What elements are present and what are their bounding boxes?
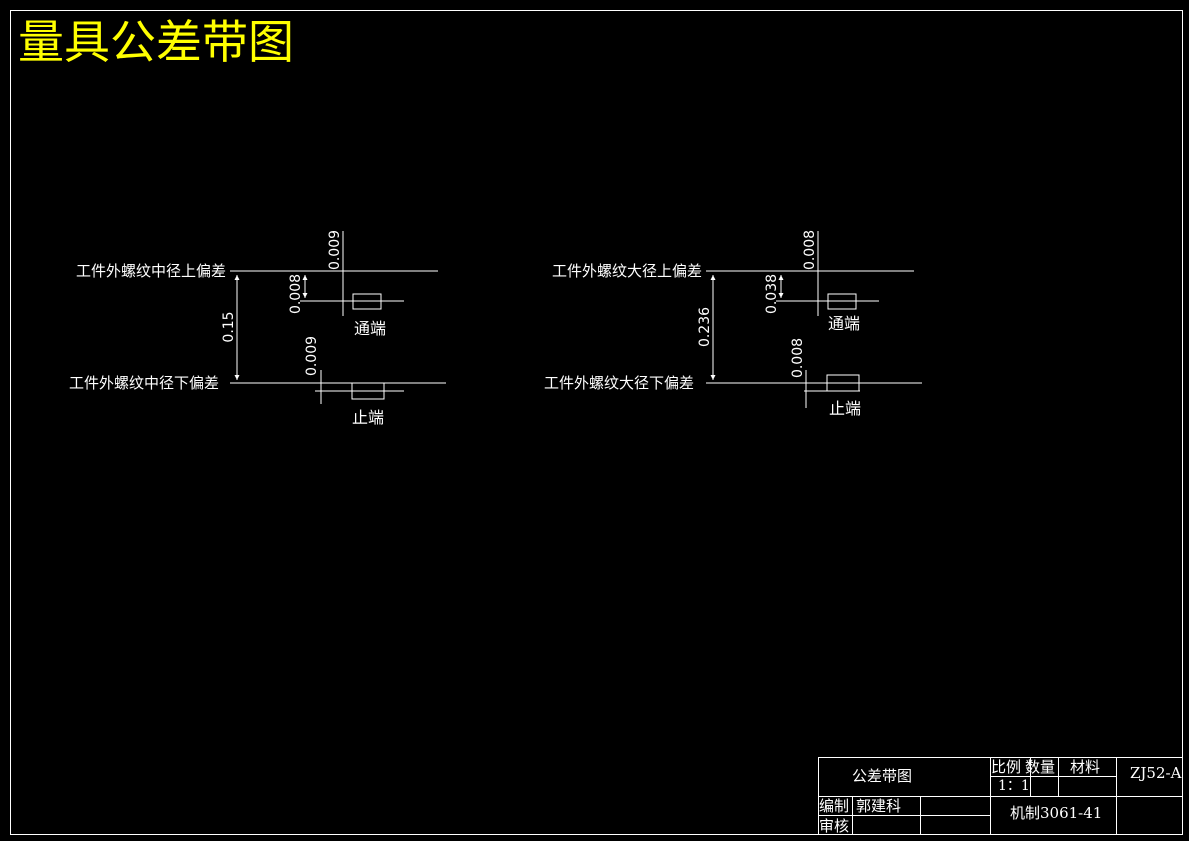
nogo-dimension-text: 0.008 bbox=[790, 338, 806, 378]
go-gauge-zone bbox=[827, 293, 857, 310]
lower-deviation-label: 工件外螺纹大径下偏差 bbox=[544, 374, 694, 392]
go-gauge-zone bbox=[352, 293, 382, 310]
qty-header: 数量 bbox=[1025, 758, 1055, 776]
go-end-label: 通端 bbox=[828, 314, 860, 333]
lower-deviation-label: 工件外螺纹中径下偏差 bbox=[69, 374, 219, 392]
drafter-name: 郭建科 bbox=[856, 797, 901, 815]
upper-deviation-label: 工件外螺纹中径上偏差 bbox=[76, 262, 226, 280]
nogo-gauge-zone bbox=[351, 382, 385, 400]
right-tolerance-diagram: 工件外螺纹大径上偏差 工件外螺纹大径下偏差 0.236 0.008 0.038 … bbox=[544, 230, 922, 418]
drawing-title: 量具公差带图 bbox=[18, 15, 294, 69]
left-tolerance-diagram: 工件外螺纹中径上偏差 工件外螺纹中径下偏差 0.15 0.009 0.008 通… bbox=[69, 230, 446, 427]
go-dimension-text: 0.038 bbox=[764, 274, 780, 314]
drafter-label: 编制 bbox=[819, 797, 849, 815]
top-dimension-text: 0.008 bbox=[802, 230, 818, 270]
nogo-dimension-text: 0.009 bbox=[304, 336, 320, 376]
scale-header: 比例 bbox=[991, 758, 1021, 776]
nogo-end-label: 止端 bbox=[829, 399, 861, 418]
checker-label: 审核 bbox=[819, 817, 849, 835]
material-header: 材料 bbox=[1070, 758, 1100, 776]
go-dimension-text: 0.008 bbox=[288, 274, 304, 314]
nogo-gauge-zone bbox=[826, 374, 860, 392]
upper-deviation-label: 工件外螺纹大径上偏差 bbox=[552, 262, 702, 280]
span-dimension-text: 0.15 bbox=[221, 311, 237, 342]
title-block: 公差带图 比例 数量 材料 1：1 ZJ52-A 编制 郭建科 审核 机制306… bbox=[818, 757, 1183, 835]
sheet-border bbox=[10, 10, 1183, 835]
top-dimension-text: 0.009 bbox=[327, 230, 343, 270]
span-dimension-text: 0.236 bbox=[697, 307, 713, 347]
scale-value: 1：1 bbox=[998, 778, 1030, 794]
part-name: 公差带图 bbox=[852, 767, 912, 785]
class-code: 机制3061-41 bbox=[1010, 804, 1102, 822]
drawing-number: ZJ52-A bbox=[1130, 764, 1182, 782]
nogo-end-label: 止端 bbox=[352, 408, 384, 427]
go-end-label: 通端 bbox=[354, 319, 386, 338]
